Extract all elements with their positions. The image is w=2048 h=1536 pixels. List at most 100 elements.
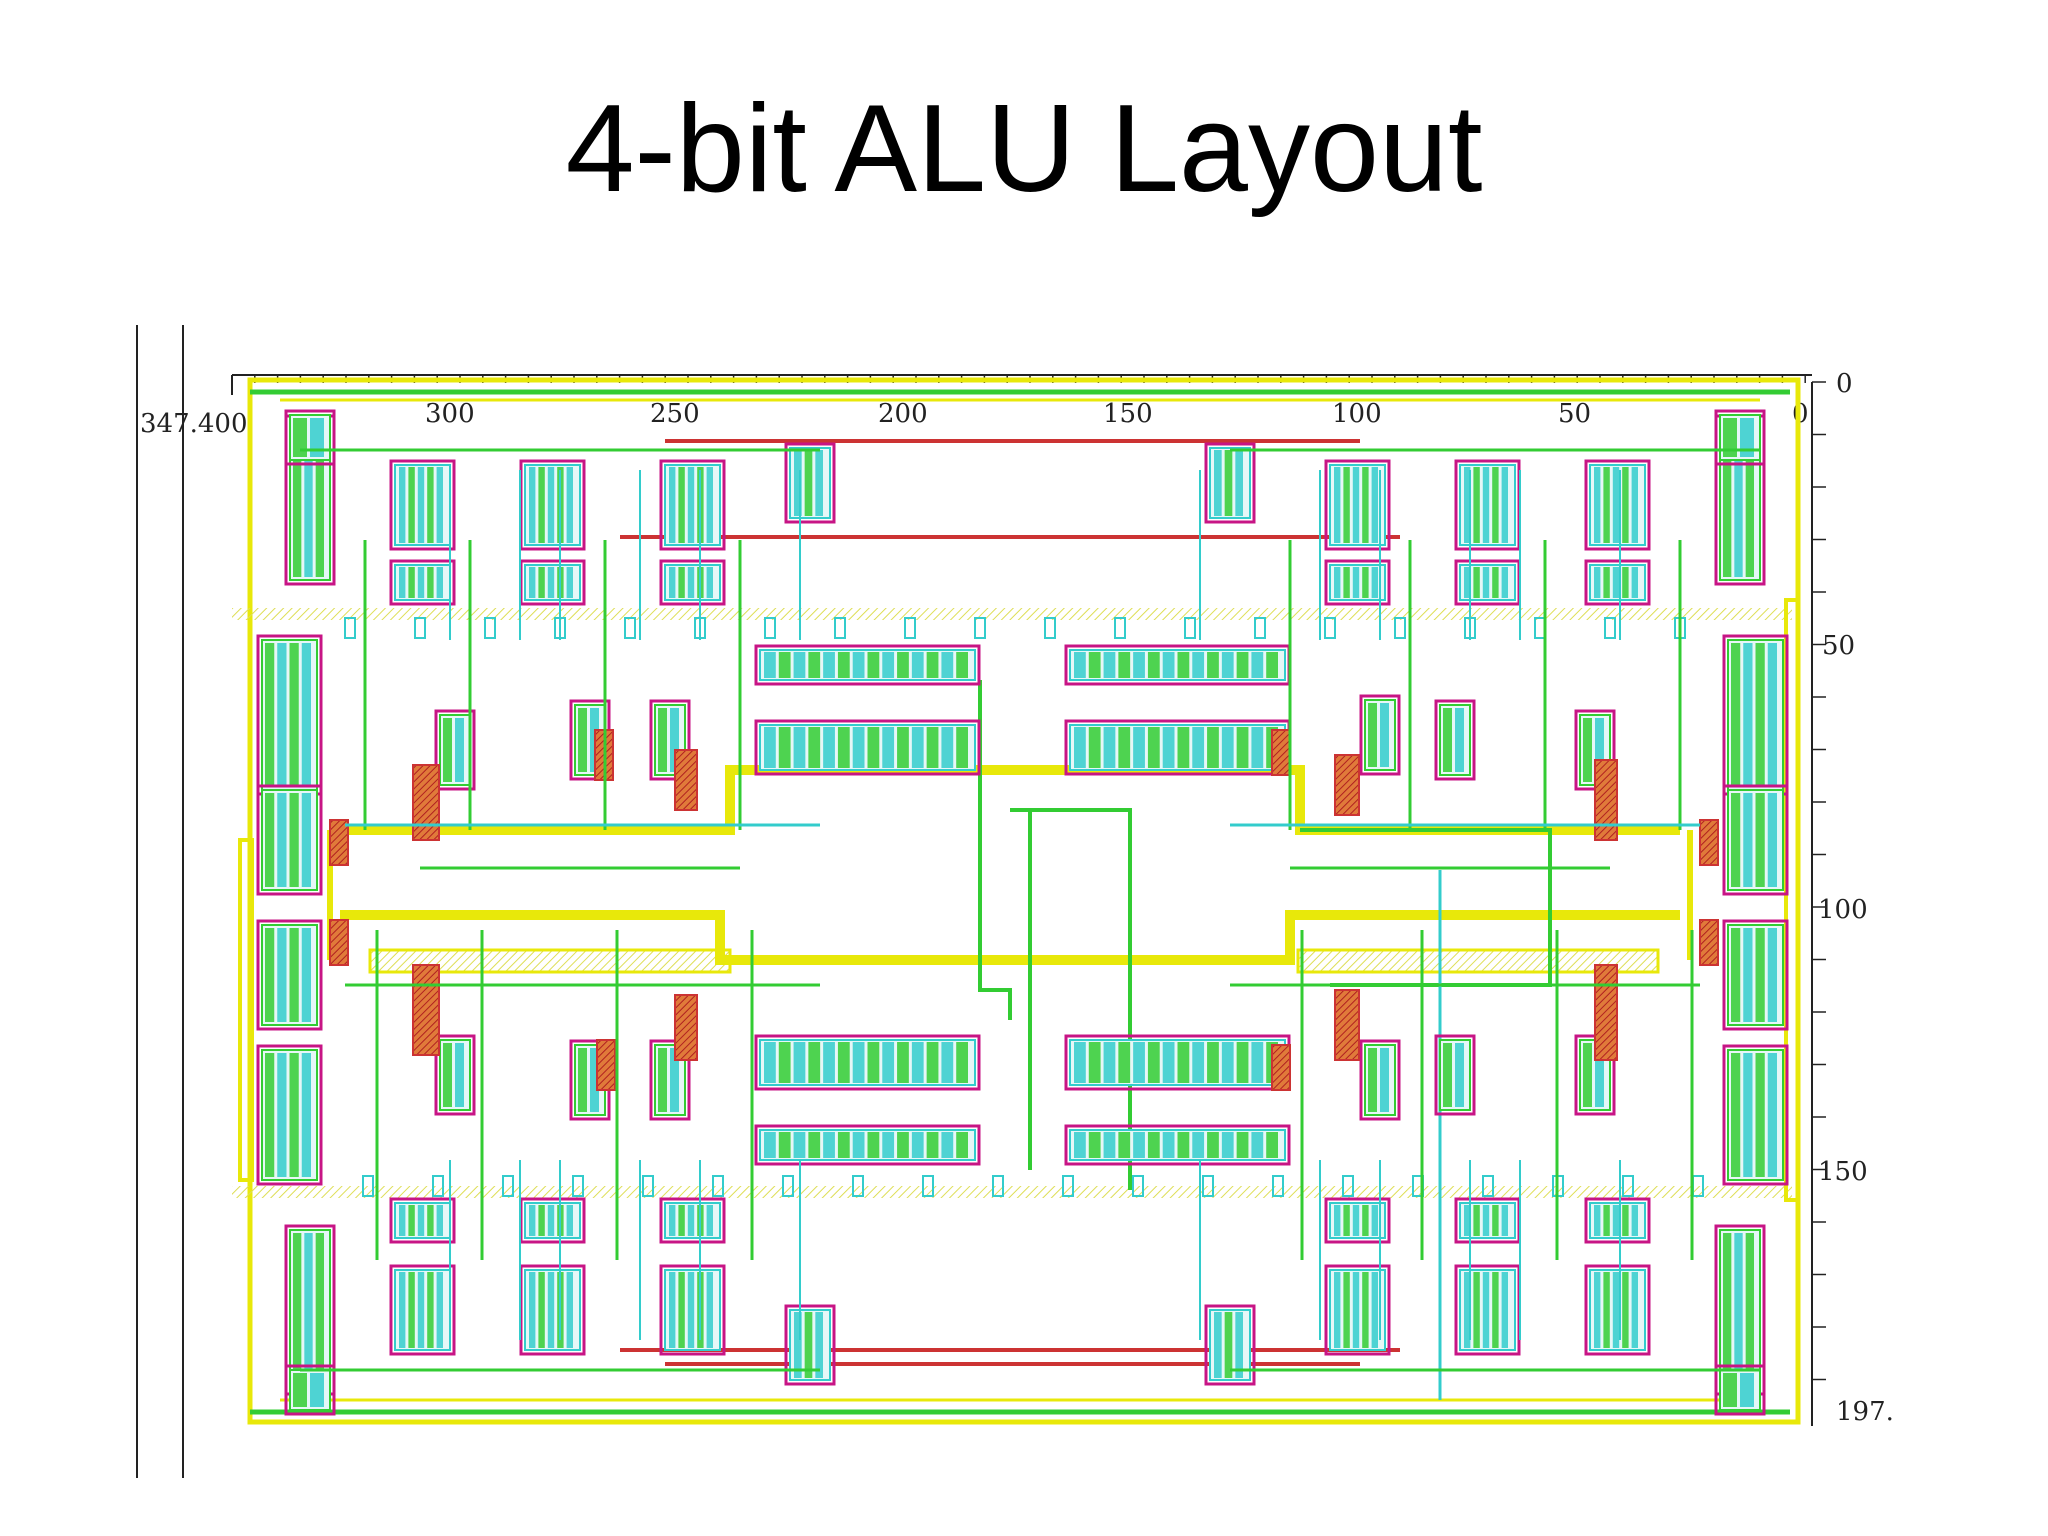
transistor-cell [1324,1264,1391,1356]
transistor-cell [649,699,691,781]
diffusion-outline [754,719,981,776]
right-ruler-label: 50 [1822,631,1855,661]
gate-finger [1731,928,1741,1022]
via [1394,617,1406,639]
gate-finger [1103,727,1116,768]
gate-finger [1192,652,1205,678]
gate-finger [293,418,307,457]
gate-finger [852,727,865,768]
via [1114,617,1126,639]
transistor-cell [1204,442,1256,524]
gate-finger [1368,1048,1377,1112]
gate-finger [1162,1132,1175,1158]
gate-finger [1380,1048,1389,1112]
via [992,1175,1004,1197]
contact-pad [1334,989,1360,1061]
diffusion-outline [389,459,456,551]
diffusion-outline [1722,1044,1789,1186]
via [834,617,846,639]
gate-finger [1334,567,1341,598]
gate-finger [1464,1205,1471,1236]
diffusion-outline [256,919,323,1031]
gate-finger [1343,1205,1350,1236]
gate-finger [301,643,311,787]
gate-finger [547,1272,555,1348]
gate-finger [315,1233,324,1387]
gate-finger [1088,1042,1101,1083]
diffusion-outline [434,709,476,791]
diffusion-outline [1204,442,1256,524]
diffusion-outline [434,1034,476,1116]
right-ruler: 0 50 100 150 197. [1811,369,1894,1427]
gate-finger [911,1042,924,1083]
gate-finger [1207,1132,1219,1158]
gate-finger [1595,718,1604,782]
gate-finger [706,467,713,543]
contact-pad [1594,964,1618,1061]
via [922,1175,934,1197]
gate-finger [1464,1272,1471,1348]
gate-finger [293,1233,302,1387]
gate-finger [427,567,434,598]
gate-finger [1266,1132,1278,1158]
contact-pad [1699,819,1719,866]
gate-finger [1731,1053,1741,1177]
gate-finger [1133,1042,1145,1083]
transistor-cell [256,919,323,1031]
gate-finger [867,652,880,678]
gate-finger [793,727,806,768]
gate-finger [1443,708,1452,772]
gate-finger [1473,567,1480,598]
right-ruler-label: 197. [1836,1397,1894,1427]
diffusion-outline [284,409,336,466]
transistor-cell [754,1124,981,1166]
diffusion-outline [754,644,981,686]
gate-finger [538,467,545,543]
gate-finger [837,652,850,678]
gate-finger [867,1042,880,1083]
gate-finger [265,793,275,887]
transistor-cell [1722,1044,1789,1186]
gate-finger [399,1272,406,1348]
diffusion-outline [1324,559,1391,606]
gate-finger [436,1272,443,1348]
top-ruler-label: 347.400 [140,409,248,439]
gate-finger [1743,928,1753,1022]
gate-finger [1743,643,1753,787]
gate-finger [1492,467,1499,543]
gate-finger [804,450,813,516]
via [362,1175,374,1197]
gate-finger [1745,1233,1754,1387]
gate-finger [706,567,713,598]
gate-finger [1767,1053,1777,1177]
diffusion-outline [754,1034,981,1091]
gate-finger [547,567,555,598]
diffusion-outline [649,699,691,781]
power-rail-hatch [232,608,1792,620]
gate-finger [1251,727,1264,768]
contact-pad [329,819,349,866]
contact-pad [412,764,440,841]
gate-finger [277,1053,287,1177]
transistor-cell [1722,919,1789,1031]
gate-finger [956,1042,968,1083]
gate-finger [678,1272,685,1348]
gate-finger [1251,1042,1264,1083]
gate-finger [1177,1132,1190,1158]
contact-pad [412,964,440,1056]
gate-finger [1583,1043,1592,1107]
gate-finger [1221,1042,1234,1083]
gate-finger [1473,1205,1480,1236]
gate-finger [1207,652,1219,678]
gate-finger [1723,418,1737,457]
diffusion-outline [1722,784,1789,896]
diffusion-outline [256,1044,323,1186]
gate-finger [687,567,695,598]
gate-finger [1133,652,1145,678]
gate-finger [436,467,443,543]
gate-finger [882,1042,895,1083]
gate-finger [304,1233,313,1387]
gate-finger [1162,727,1175,768]
gate-finger [1464,467,1471,543]
top-ruler-label: 250 [650,399,700,429]
